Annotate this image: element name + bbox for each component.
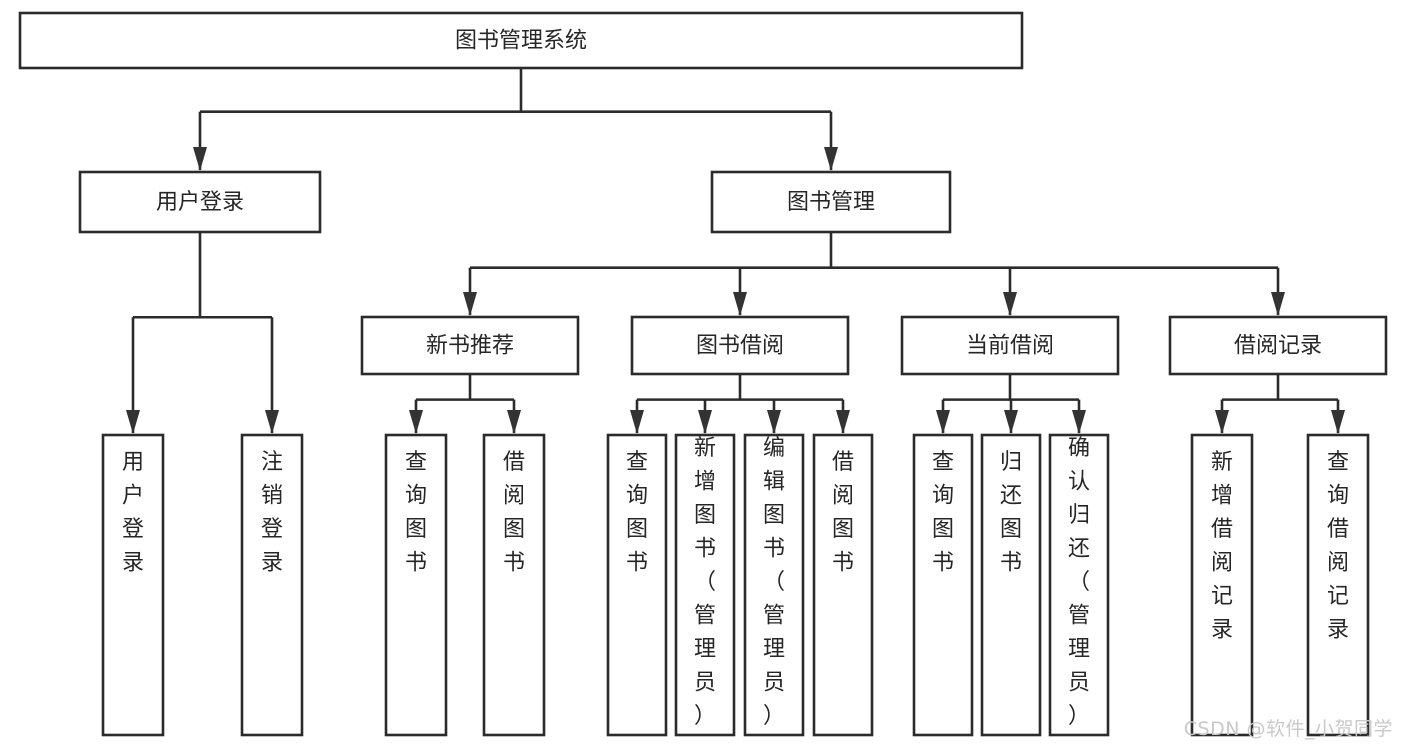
node-root[interactable]: 图书管理系统 (18, 11, 1024, 70)
node-login[interactable]: 用户登录 (78, 170, 322, 234)
node-label: 编辑图书（管理员） (763, 436, 785, 729)
node-box[interactable] (980, 433, 1042, 737)
node-label: 确认归还（管理员） (1068, 436, 1090, 729)
node-leaf-cur-return[interactable]: 归还图书 (980, 433, 1042, 737)
node-box[interactable] (101, 433, 165, 737)
node-label: 查询图书 (626, 450, 648, 576)
node-layer: 图书管理系统用户登录图书管理新书推荐图书借阅当前借阅借阅记录用户登录注销登录查询… (18, 11, 1388, 737)
node-label: 借阅记录 (1234, 334, 1322, 359)
arrow-head-icon (265, 410, 279, 434)
connector-layer (126, 68, 1345, 434)
node-label: 借阅图书 (832, 450, 854, 576)
connector-group (936, 374, 1086, 434)
node-leaf-cur-query[interactable]: 查询图书 (912, 433, 974, 737)
node-label: 查询借阅记录 (1327, 450, 1349, 643)
arrow-head-icon (1004, 410, 1018, 434)
connector-group (193, 68, 838, 171)
node-box[interactable] (78, 170, 322, 234)
node-box[interactable] (674, 433, 736, 737)
node-label: 用户登录 (122, 450, 144, 576)
arrow-head-icon (126, 410, 140, 434)
node-leaf-nb-query[interactable]: 查询图书 (384, 433, 448, 737)
node-box[interactable] (743, 433, 805, 737)
node-box[interactable] (900, 315, 1120, 376)
node-label: 查询图书 (405, 450, 427, 576)
connector-group (1215, 374, 1345, 434)
node-label: 注销登录 (261, 450, 283, 576)
node-box[interactable] (240, 433, 304, 737)
node-box[interactable] (606, 433, 668, 737)
node-label: 图书管理系统 (455, 29, 587, 54)
node-box[interactable] (1168, 315, 1388, 376)
arrow-head-icon (1003, 292, 1017, 316)
arrow-head-icon (1331, 410, 1345, 434)
node-box[interactable] (710, 170, 952, 234)
arrow-head-icon (936, 410, 950, 434)
arrow-head-icon (463, 292, 477, 316)
node-leaf-br-query[interactable]: 查询图书 (606, 433, 668, 737)
arrow-head-icon (193, 147, 207, 171)
node-current[interactable]: 当前借阅 (900, 315, 1120, 376)
arrow-head-icon (1072, 410, 1086, 434)
node-leaf-br-edit[interactable]: 编辑图书（管理员） (743, 433, 805, 737)
connector-group (630, 374, 850, 434)
node-label: 新增借阅记录 (1211, 450, 1233, 643)
node-leaf-cur-confirm[interactable]: 确认归还（管理员） (1048, 433, 1110, 737)
connector-group (409, 374, 521, 434)
arrow-head-icon (824, 147, 838, 171)
node-box[interactable] (1306, 433, 1370, 737)
node-box[interactable] (384, 433, 448, 737)
node-borrow[interactable]: 图书借阅 (630, 315, 850, 376)
node-leaf-rec-add[interactable]: 新增借阅记录 (1190, 433, 1254, 737)
node-box[interactable] (18, 11, 1024, 70)
node-box[interactable] (912, 433, 974, 737)
node-label: 借阅图书 (503, 450, 525, 576)
node-label: 图书管理 (787, 190, 875, 215)
arrow-head-icon (630, 410, 644, 434)
arrow-head-icon (698, 410, 712, 434)
node-box[interactable] (812, 433, 874, 737)
node-records[interactable]: 借阅记录 (1168, 315, 1388, 376)
node-box[interactable] (1048, 433, 1110, 737)
arrow-head-icon (409, 410, 423, 434)
node-label: 用户登录 (156, 190, 244, 215)
node-box[interactable] (630, 315, 850, 376)
node-leaf-br-add[interactable]: 新增图书（管理员） (674, 433, 736, 737)
node-box[interactable] (360, 315, 580, 376)
node-leaf-user-logout[interactable]: 注销登录 (240, 433, 304, 737)
node-label: 归还图书 (1000, 450, 1022, 576)
node-leaf-nb-borrow[interactable]: 借阅图书 (482, 433, 546, 737)
arrow-head-icon (1271, 292, 1285, 316)
arrow-head-icon (507, 410, 521, 434)
arrow-head-icon (733, 292, 747, 316)
node-box[interactable] (1190, 433, 1254, 737)
watermark-text: CSDN @软件_小贺同学 (1183, 718, 1393, 740)
node-leaf-rec-query[interactable]: 查询借阅记录 (1306, 433, 1370, 737)
connector-group (463, 232, 1285, 316)
node-label: 新增图书（管理员） (694, 436, 716, 729)
node-leaf-user-login[interactable]: 用户登录 (101, 433, 165, 737)
arrow-head-icon (1215, 410, 1229, 434)
arrow-head-icon (836, 410, 850, 434)
node-label: 新书推荐 (426, 334, 514, 359)
node-label: 当前借阅 (966, 334, 1054, 359)
node-leaf-br-lend[interactable]: 借阅图书 (812, 433, 874, 737)
arrow-head-icon (767, 410, 781, 434)
node-label: 查询图书 (932, 450, 954, 576)
connector-group (126, 232, 279, 434)
node-newbook[interactable]: 新书推荐 (360, 315, 580, 376)
node-bookmgmt[interactable]: 图书管理 (710, 170, 952, 234)
node-box[interactable] (482, 433, 546, 737)
node-label: 图书借阅 (696, 334, 784, 359)
